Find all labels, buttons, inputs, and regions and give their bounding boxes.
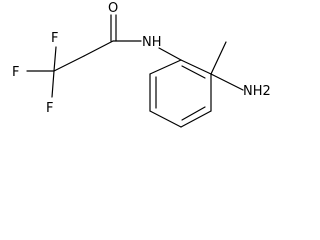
ring-bond-6 (149, 59, 182, 75)
bond-ring-nh2 (210, 73, 244, 91)
bond-cf3-ch2 (53, 55, 85, 72)
bond-cf3-f-bottom (51, 70, 55, 98)
bond-ch2-carbonyl (83, 40, 114, 57)
atom-label-oxygen: O (108, 1, 118, 16)
bond-nh-ring (158, 47, 182, 61)
molecule-drawing: F F F O NH NH2 (12, 1, 271, 128)
ring-inner-bond-2 (181, 106, 206, 121)
atom-label-f-left: F (12, 65, 19, 80)
ring-inner-bond-1 (181, 65, 206, 79)
ring-bond-4 (149, 110, 182, 128)
atom-label-nh: NH (142, 35, 162, 50)
bond-cf3-f-top (53, 46, 57, 72)
atom-label-nh2: NH2 (243, 84, 271, 99)
ring-bond-3 (180, 110, 212, 128)
ring-bond-1 (180, 59, 212, 75)
atom-label-f-bottom: F (46, 101, 53, 116)
atom-label-f-top: F (51, 31, 58, 46)
structure-canvas: F F F O NH NH2 (12, 1, 271, 128)
bond-ring-methyl (210, 41, 227, 75)
